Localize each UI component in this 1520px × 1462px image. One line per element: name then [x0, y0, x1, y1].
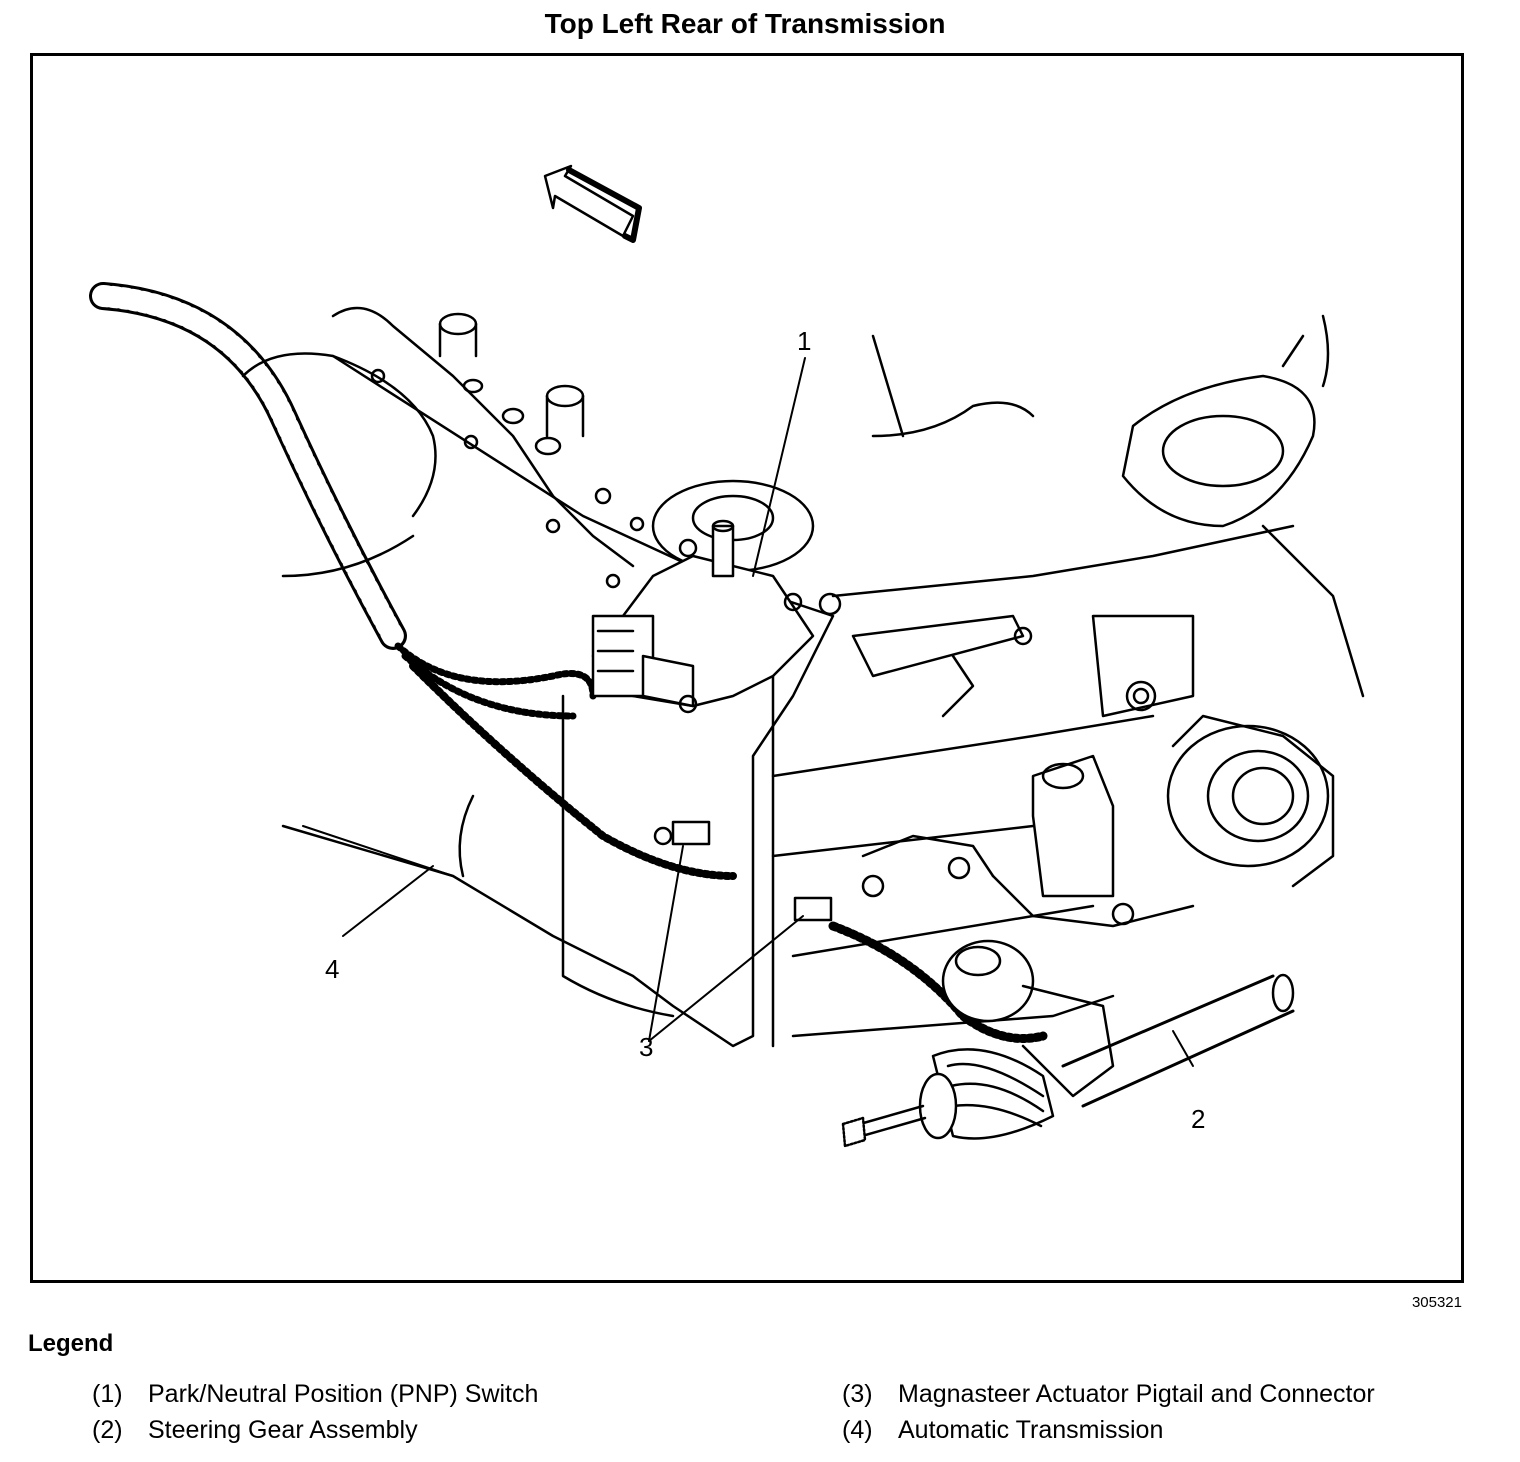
- legend-item: (2) Steering Gear Assembly: [92, 1416, 418, 1445]
- legend-item: (1) Park/Neutral Position (PNP) Switch: [92, 1380, 538, 1409]
- case-bosses: [370, 312, 645, 589]
- legend-item-label: Magnasteer Actuator Pigtail and Connecto…: [898, 1380, 1375, 1408]
- legend-item-label: Automatic Transmission: [898, 1416, 1164, 1444]
- legend-item-number: (1): [92, 1380, 123, 1408]
- legend-item: (3) Magnasteer Actuator Pigtail and Conne…: [842, 1380, 1375, 1409]
- legend-item: (4) Automatic Transmission: [842, 1416, 1163, 1445]
- pnp-switch: [591, 519, 815, 714]
- callout-1: 1: [797, 326, 811, 356]
- rear-output: [861, 714, 1335, 928]
- legend-item-number: (3): [842, 1380, 873, 1408]
- transmission-rear-housing: [651, 314, 1365, 718]
- callout-3: 3: [639, 1032, 653, 1062]
- legend-item-number: (4): [842, 1416, 873, 1444]
- figure-id: 305321: [1411, 1294, 1462, 1311]
- legend-item-number: (2): [92, 1416, 123, 1444]
- legend-heading: Legend: [28, 1330, 114, 1357]
- diagram-title: Top Left Rear of Transmission: [544, 8, 946, 39]
- legend-item-label: Steering Gear Assembly: [148, 1416, 418, 1444]
- steering-gear: [841, 939, 1295, 1148]
- callout-2: 2: [1191, 1104, 1205, 1134]
- magnasteer-connector: [653, 820, 833, 922]
- legend-item-label: Park/Neutral Position (PNP) Switch: [148, 1380, 539, 1408]
- forward-arrow-icon: [543, 164, 642, 243]
- leader-lines: [302, 357, 1194, 1067]
- transmission-illustration: 1 2 3 4: [89, 164, 1365, 1148]
- callout-4: 4: [325, 954, 339, 984]
- diagram-frame: 1 2 3 4: [30, 53, 1464, 1283]
